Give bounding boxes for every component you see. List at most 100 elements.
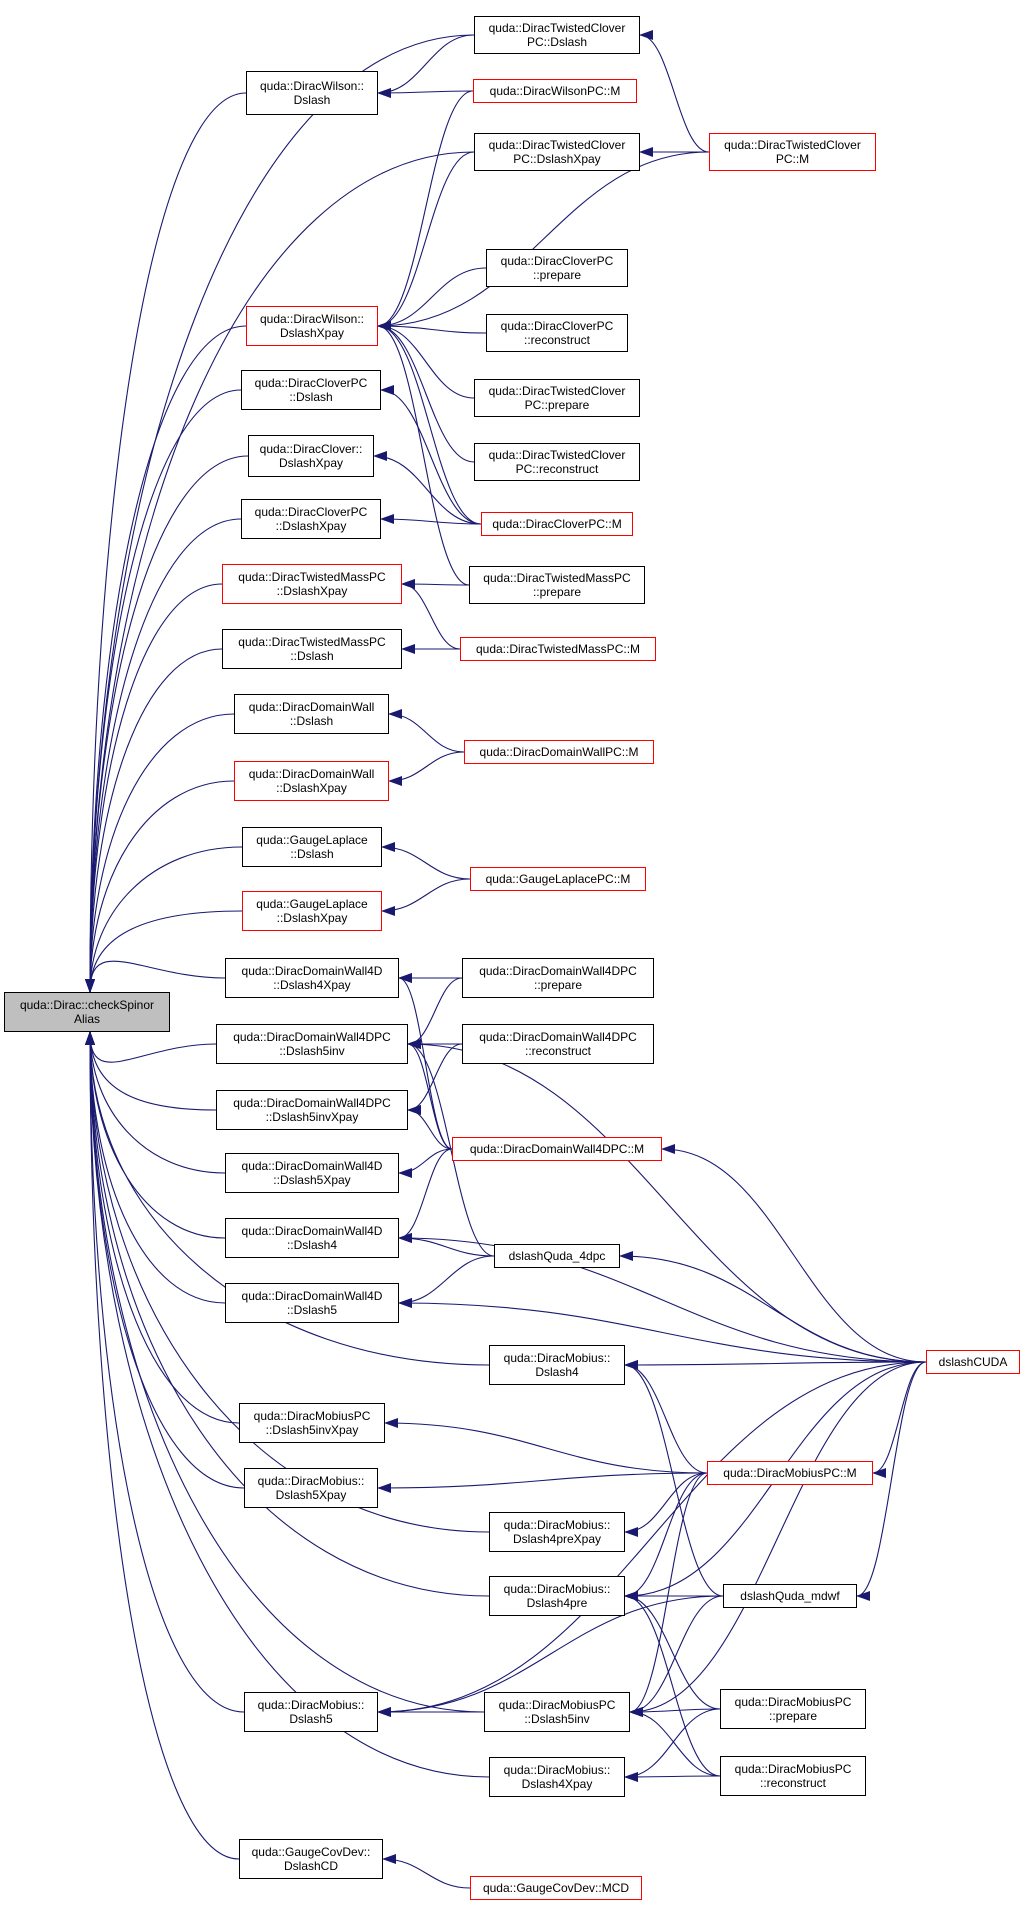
node-mobpc-reconstruct[interactable]: quda::DiracMobiusPC ::reconstruct bbox=[720, 1756, 866, 1796]
node-dw4d-dslash5xpay[interactable]: quda::DiracDomainWall4D ::Dslash5Xpay bbox=[225, 1153, 399, 1193]
edge-dslashquda-mdwf-to-mob-dslash5 bbox=[377, 1595, 724, 1717]
edge-tcpc-dslashxpay-to-wilson-dslashxpay bbox=[377, 151, 475, 331]
node-tcpc-dslashxpay[interactable]: quda::DiracTwistedClover PC::DslashXpay bbox=[474, 133, 640, 171]
node-tcpc-reconstruct[interactable]: quda::DiracTwistedClover PC::reconstruct bbox=[474, 443, 640, 481]
edge-gl-dslash-to-root bbox=[85, 846, 243, 993]
edge-wilsonpc-m-to-wilson-dslash bbox=[377, 87, 474, 98]
edge-dslashquda-4dpc-to-dw4d-dslash5 bbox=[398, 1255, 495, 1308]
node-tmpc-m[interactable]: quda::DiracTwistedMassPC::M bbox=[460, 637, 656, 661]
node-dw4dpc-prepare[interactable]: quda::DiracDomainWall4DPC ::prepare bbox=[462, 958, 654, 998]
node-dw4dpc-reconstruct[interactable]: quda::DiracDomainWall4DPC ::reconstruct bbox=[462, 1024, 654, 1064]
edge-dw4d-dslash5-to-root bbox=[85, 1031, 226, 1304]
edge-dw4dpc-m-to-dw4dpc-dslash5invxpay bbox=[407, 1105, 453, 1150]
node-dw4d-dslash4[interactable]: quda::DiracDomainWall4D ::Dslash4 bbox=[225, 1218, 399, 1258]
edge-mobpc-m-to-mob-dslash5xpay bbox=[377, 1472, 708, 1493]
edge-tmpc-m-to-tmpc-dslashxpay bbox=[401, 579, 461, 650]
node-clover-dslashxpay[interactable]: quda::DiracClover:: DslashXpay bbox=[248, 435, 374, 477]
edge-cloverpc-m-to-wilson-dslashxpay bbox=[377, 321, 482, 525]
edge-dslashquda-4dpc-to-dw4d-dslash4 bbox=[398, 1233, 495, 1257]
edge-dslashcuda-to-dw4d-dslash4 bbox=[398, 1233, 927, 1363]
edge-mob-dslash4pre-to-root bbox=[85, 1031, 490, 1597]
node-tcpc-dslash[interactable]: quda::DiracTwistedClover PC::Dslash bbox=[474, 16, 640, 54]
edge-dw4dpc-dslash5inv-to-root bbox=[85, 1031, 217, 1063]
node-mob-dslash4pre[interactable]: quda::DiracMobius:: Dslash4pre bbox=[489, 1576, 625, 1616]
node-mob-dslash4prexpay[interactable]: quda::DiracMobius:: Dslash4preXpay bbox=[489, 1512, 625, 1552]
edge-dw4dpc-reconstruct-to-dw4dpc-dslash5invxpay bbox=[407, 1043, 463, 1115]
node-dwpc-m[interactable]: quda::DiracDomainWallPC::M bbox=[464, 740, 654, 764]
node-tmpc-prepare[interactable]: quda::DiracTwistedMassPC ::prepare bbox=[469, 566, 645, 604]
edge-mobpc-reconstruct-to-mob-dslash4xpay bbox=[624, 1771, 721, 1782]
edge-gl-dslashxpay-to-root bbox=[85, 910, 243, 993]
node-mob-dslash4xpay[interactable]: quda::DiracMobius:: Dslash4Xpay bbox=[489, 1757, 625, 1797]
node-dw4dpc-dslash5inv[interactable]: quda::DiracDomainWall4DPC ::Dslash5inv bbox=[216, 1024, 408, 1064]
node-glpc-m[interactable]: quda::GaugeLaplacePC::M bbox=[470, 867, 646, 891]
node-dslashcuda[interactable]: dslashCUDA bbox=[926, 1350, 1020, 1374]
node-dw-dslashxpay[interactable]: quda::DiracDomainWall ::DslashXpay bbox=[234, 761, 389, 801]
edge-tmpc-prepare-to-tmpc-dslashxpay bbox=[401, 579, 470, 590]
edge-dslashcuda-to-dw4d-dslash5 bbox=[398, 1298, 927, 1363]
node-dw4d-dslash5[interactable]: quda::DiracDomainWall4D ::Dslash5 bbox=[225, 1283, 399, 1323]
edge-mob-dslash4-to-root bbox=[85, 1031, 490, 1366]
edge-mob-dslash4prexpay-to-root bbox=[85, 1031, 490, 1533]
node-mobpc-prepare[interactable]: quda::DiracMobiusPC ::prepare bbox=[720, 1689, 866, 1729]
node-dw4dpc-m[interactable]: quda::DiracDomainWall4DPC::M bbox=[452, 1137, 662, 1161]
edge-cloverpc-m-to-clover-dslashxpay bbox=[373, 451, 482, 525]
node-cloverpc-dslashxpay[interactable]: quda::DiracCloverPC ::DslashXpay bbox=[241, 499, 381, 539]
edge-tcpc-m-to-wilson-dslashxpay bbox=[377, 151, 710, 331]
edge-dwpc-m-to-dw-dslashxpay bbox=[388, 751, 465, 786]
edge-cloverpc-prepare-to-wilson-dslashxpay bbox=[377, 267, 487, 331]
edge-tcpc-reconstruct-to-wilson-dslashxpay bbox=[377, 321, 475, 463]
node-dw4dpc-dslash5invxpay[interactable]: quda::DiracDomainWall4DPC ::Dslash5invXp… bbox=[216, 1090, 408, 1130]
edge-mobpc-prepare-to-mob-dslash4xpay bbox=[624, 1708, 721, 1782]
node-cloverpc-reconstruct[interactable]: quda::DiracCloverPC ::reconstruct bbox=[486, 314, 628, 352]
edge-tmpc-dslash-to-root bbox=[85, 648, 223, 993]
node-tcpc-m[interactable]: quda::DiracTwistedClover PC::M bbox=[709, 133, 876, 171]
node-gcd-mcd[interactable]: quda::GaugeCovDev::MCD bbox=[470, 1876, 642, 1900]
node-gl-dslashxpay[interactable]: quda::GaugeLaplace ::DslashXpay bbox=[242, 891, 382, 931]
edge-dw4dpc-m-to-dw4d-dslash4 bbox=[398, 1148, 453, 1243]
edge-dslashcuda-to-dslashquda-4dpc bbox=[619, 1251, 927, 1363]
node-cloverpc-m[interactable]: quda::DiracCloverPC::M bbox=[481, 512, 633, 536]
node-wilson-dslashxpay[interactable]: quda::DiracWilson:: DslashXpay bbox=[246, 306, 378, 346]
node-cloverpc-prepare[interactable]: quda::DiracCloverPC ::prepare bbox=[486, 249, 628, 287]
node-mob-dslash4[interactable]: quda::DiracMobius:: Dslash4 bbox=[489, 1345, 625, 1385]
edge-mobpc-m-to-mobpc-dslash5invxpay bbox=[384, 1418, 708, 1474]
node-mobpc-dslash5inv[interactable]: quda::DiracMobiusPC ::Dslash5inv bbox=[484, 1692, 630, 1732]
edge-wilson-dslashxpay-to-root bbox=[85, 325, 247, 993]
node-dw-dslash[interactable]: quda::DiracDomainWall ::Dslash bbox=[234, 694, 389, 734]
node-wilson-dslash[interactable]: quda::DiracWilson:: Dslash bbox=[246, 71, 378, 115]
edge-gcd-mcd-to-gcd-dslashcd bbox=[382, 1854, 471, 1889]
node-gcd-dslashcd[interactable]: quda::GaugeCovDev:: DslashCD bbox=[239, 1839, 383, 1879]
node-cloverpc-dslash[interactable]: quda::DiracCloverPC ::Dslash bbox=[241, 370, 381, 410]
node-mob-dslash5xpay[interactable]: quda::DiracMobius:: Dslash5Xpay bbox=[244, 1468, 378, 1508]
edge-mobpc-m-to-mobpc-dslash5inv bbox=[629, 1472, 708, 1717]
node-mobpc-m[interactable]: quda::DiracMobiusPC::M bbox=[707, 1461, 873, 1485]
edge-tcpc-prepare-to-wilson-dslashxpay bbox=[377, 321, 475, 399]
node-tmpc-dslashxpay[interactable]: quda::DiracTwistedMassPC ::DslashXpay bbox=[222, 564, 402, 604]
edge-dslashquda-mdwf-to-mobpc-dslash5inv bbox=[629, 1595, 724, 1717]
edge-tcpc-dslash-to-wilson-dslash bbox=[377, 34, 475, 98]
node-wilsonpc-m[interactable]: quda::DiracWilsonPC::M bbox=[473, 79, 637, 103]
node-mobpc-dslash5invxpay[interactable]: quda::DiracMobiusPC ::Dslash5invXpay bbox=[239, 1403, 385, 1443]
node-mob-dslash5[interactable]: quda::DiracMobius:: Dslash5 bbox=[244, 1692, 378, 1732]
edge-mobpc-dslash5invxpay-to-root bbox=[85, 1031, 240, 1424]
edge-cloverpc-reconstruct-to-wilson-dslashxpay bbox=[377, 321, 487, 334]
node-dw4d-dslash4xpay[interactable]: quda::DiracDomainWall4D ::Dslash4Xpay bbox=[225, 958, 399, 998]
edge-mobpc-reconstruct-to-mobpc-dslash5inv bbox=[629, 1707, 721, 1777]
node-dslashquda-mdwf[interactable]: dslashQuda_mdwf bbox=[723, 1584, 857, 1608]
edge-dw4d-dslash4xpay-to-root bbox=[85, 960, 226, 993]
edge-mob-dslash4xpay-to-root bbox=[85, 1031, 490, 1778]
edge-tmpc-dslashxpay-to-root bbox=[85, 583, 223, 993]
edge-dw-dslashxpay-to-root bbox=[85, 780, 235, 993]
node-root[interactable]: quda::Dirac::checkSpinor Alias bbox=[4, 992, 170, 1032]
edge-clover-dslashxpay-to-root bbox=[85, 455, 249, 993]
edge-mobpc-m-to-mob-dslash4pre bbox=[624, 1472, 708, 1601]
node-dslashquda-4dpc[interactable]: dslashQuda_4dpc bbox=[494, 1244, 620, 1268]
node-tmpc-dslash[interactable]: quda::DiracTwistedMassPC ::Dslash bbox=[222, 629, 402, 669]
node-gl-dslash[interactable]: quda::GaugeLaplace ::Dslash bbox=[242, 827, 382, 867]
edge-dw4d-dslash5xpay-to-root bbox=[85, 1031, 226, 1174]
edge-mobpc-m-to-mob-dslash4 bbox=[624, 1360, 708, 1474]
node-tcpc-prepare[interactable]: quda::DiracTwistedClover PC::prepare bbox=[474, 379, 640, 417]
edge-dw-dslash-to-root bbox=[85, 713, 235, 993]
edge-mob-dslash5-to-root bbox=[85, 1031, 245, 1713]
